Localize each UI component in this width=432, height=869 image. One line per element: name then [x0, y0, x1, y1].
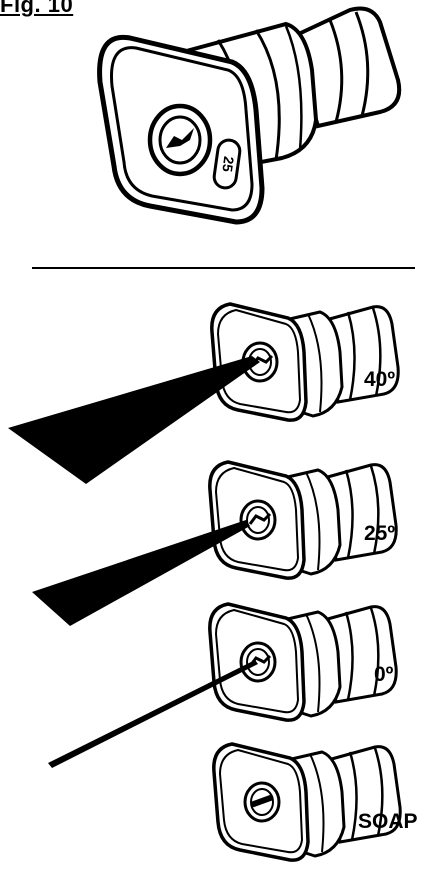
size-badge — [212, 138, 242, 190]
spray-pattern-0 — [48, 660, 258, 768]
nozzle-0 — [48, 602, 398, 768]
nozzle-label-soap: SOAP — [358, 810, 418, 833]
nozzle-40 — [8, 302, 400, 484]
nozzle-soap — [212, 742, 402, 862]
nozzle-label-0: 0º — [374, 663, 394, 686]
nozzle-label-40: 40º — [364, 368, 396, 391]
spray-pattern-40 — [8, 356, 260, 484]
spray-pattern-25 — [32, 520, 250, 626]
section-divider — [32, 267, 415, 269]
nozzle-25 — [32, 460, 398, 626]
figure-label: Fig. 10 — [0, 0, 74, 17]
large-nozzle: 25 — [97, 6, 402, 225]
size-badge-value: 25 — [219, 155, 237, 173]
nozzle-label-25: 25º — [364, 522, 396, 545]
